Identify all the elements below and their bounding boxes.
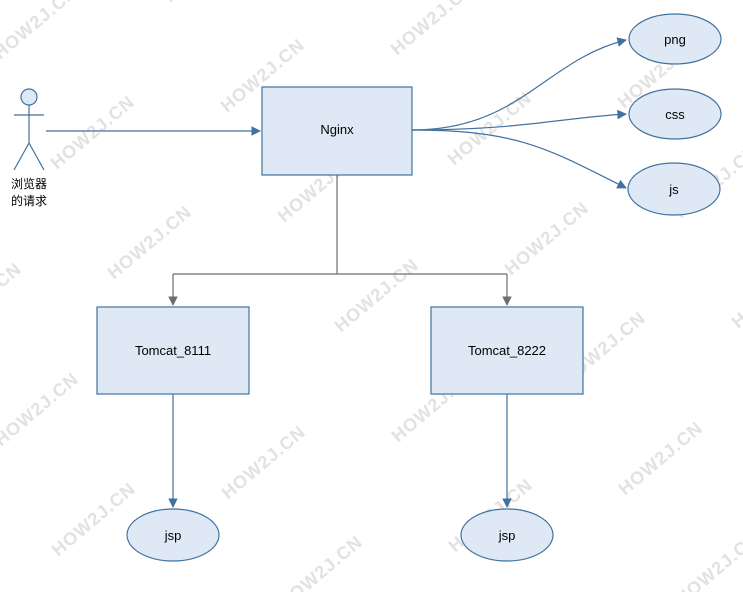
watermark-text: HOW2J.CN [615,418,707,500]
watermark-text: HOW2J.CN [331,255,423,337]
nginx-label: Nginx [320,122,354,137]
static-node-png[interactable]: png [628,13,722,65]
jsp-8222-ellipse [460,508,554,562]
arrow-to-css [411,109,627,131]
tomcat-8222-label: Tomcat_8222 [468,343,546,358]
tree-connector [168,175,512,306]
nginx-node[interactable]: Nginx [261,86,413,176]
watermark-text: HOW2J.CN [0,0,81,63]
jsp-8222-label: jsp [498,528,516,543]
static-node-js[interactable]: js [627,162,721,216]
arrow-to-js [411,129,627,189]
actor-label-line2: 的请求 [11,193,47,208]
watermark-text: HOW2J.CN [48,479,140,561]
png-ellipse [628,13,722,65]
tomcat-node-8222[interactable]: Tomcat_8222 [430,306,584,395]
watermark-text: HOW2J.CN [160,0,252,6]
actor-leg-right [28,142,45,171]
browser-actor: 浏览器 的请求 [11,88,47,208]
jsp-node-8111[interactable]: jsp [126,508,220,562]
jsp-8111-ellipse [126,508,220,562]
watermark-text: HOW2J.CN [387,0,479,59]
static-node-css[interactable]: css [628,88,722,140]
actor-label-line1: 浏览器 [11,176,47,191]
png-label: png [664,32,686,47]
watermark-text: HOW2J.CN [0,369,82,451]
css-ellipse [628,88,722,140]
tomcat-8222-box [430,306,584,395]
jsp-node-8222[interactable]: jsp [460,508,554,562]
watermark-text: HOW2J.CN [501,198,593,280]
watermark-text: HOW2J.CN [0,259,25,341]
watermark-text: HOW2J.CN [275,532,367,592]
arrow-to-png [411,37,627,131]
nginx-box [261,86,413,176]
watermark-text: HOW2J.CN [218,422,310,504]
jsp-8111-label: jsp [164,528,182,543]
watermark-text: HOW2J.CN [728,251,743,333]
actor-head [20,88,38,106]
watermark-text: HOW2J.CN [557,0,649,2]
watermark-text: HOW2J.CN [444,88,536,170]
watermark-text: HOW2J.CN [47,92,139,174]
css-label: css [665,107,685,122]
js-label: js [668,182,679,197]
js-ellipse [627,162,721,216]
watermark-text: HOW2J.CN [672,528,743,592]
watermark-text: HOW2J.CN [104,202,196,284]
actor-leg-left [13,142,30,171]
tomcat-node-8111[interactable]: Tomcat_8111 [96,306,250,395]
tomcat-8111-label: Tomcat_8111 [135,343,211,358]
